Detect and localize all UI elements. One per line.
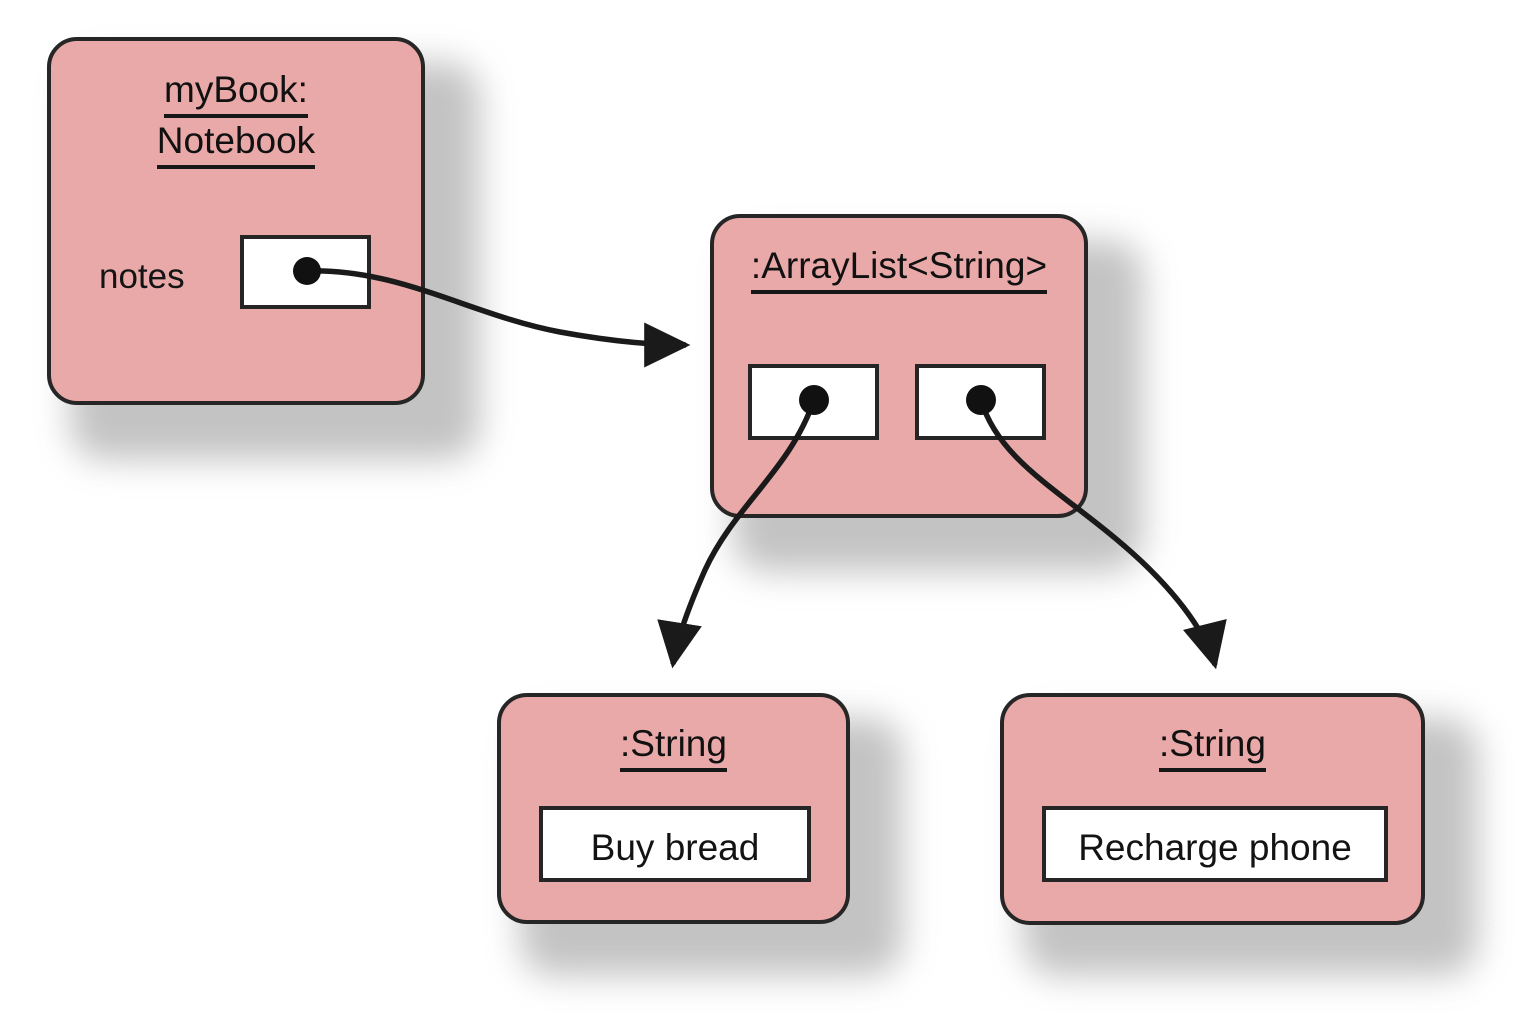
- notebook-title-line-1: myBook:: [164, 67, 308, 118]
- notebook-field-label-notes: notes: [99, 257, 185, 296]
- notebook-object-title: myBook: Notebook: [51, 67, 421, 169]
- string-right-object-title: :String: [1004, 721, 1421, 772]
- string-left-value-text: Buy bread: [590, 827, 760, 868]
- string-left-object-title: :String: [501, 721, 846, 772]
- string-right-title-line: :String: [1159, 721, 1266, 772]
- object-node-notebook[interactable]: myBook: Notebook notes: [47, 37, 425, 405]
- string-left-title-line: :String: [620, 721, 727, 772]
- string-right-value-text: Recharge phone: [1078, 827, 1352, 868]
- notebook-title-line-2: Notebook: [156, 118, 316, 169]
- notebook-notes-reference-cell[interactable]: [240, 235, 371, 309]
- string-left-value-cell[interactable]: Buy bread: [539, 806, 811, 882]
- arraylist-title-line: :ArrayList<String>: [750, 243, 1048, 294]
- arraylist-element-cell-1[interactable]: [915, 364, 1046, 440]
- string-right-value-cell[interactable]: Recharge phone: [1042, 806, 1388, 882]
- arraylist-object-title: :ArrayList<String>: [714, 243, 1084, 294]
- arraylist-element-cell-0[interactable]: [748, 364, 879, 440]
